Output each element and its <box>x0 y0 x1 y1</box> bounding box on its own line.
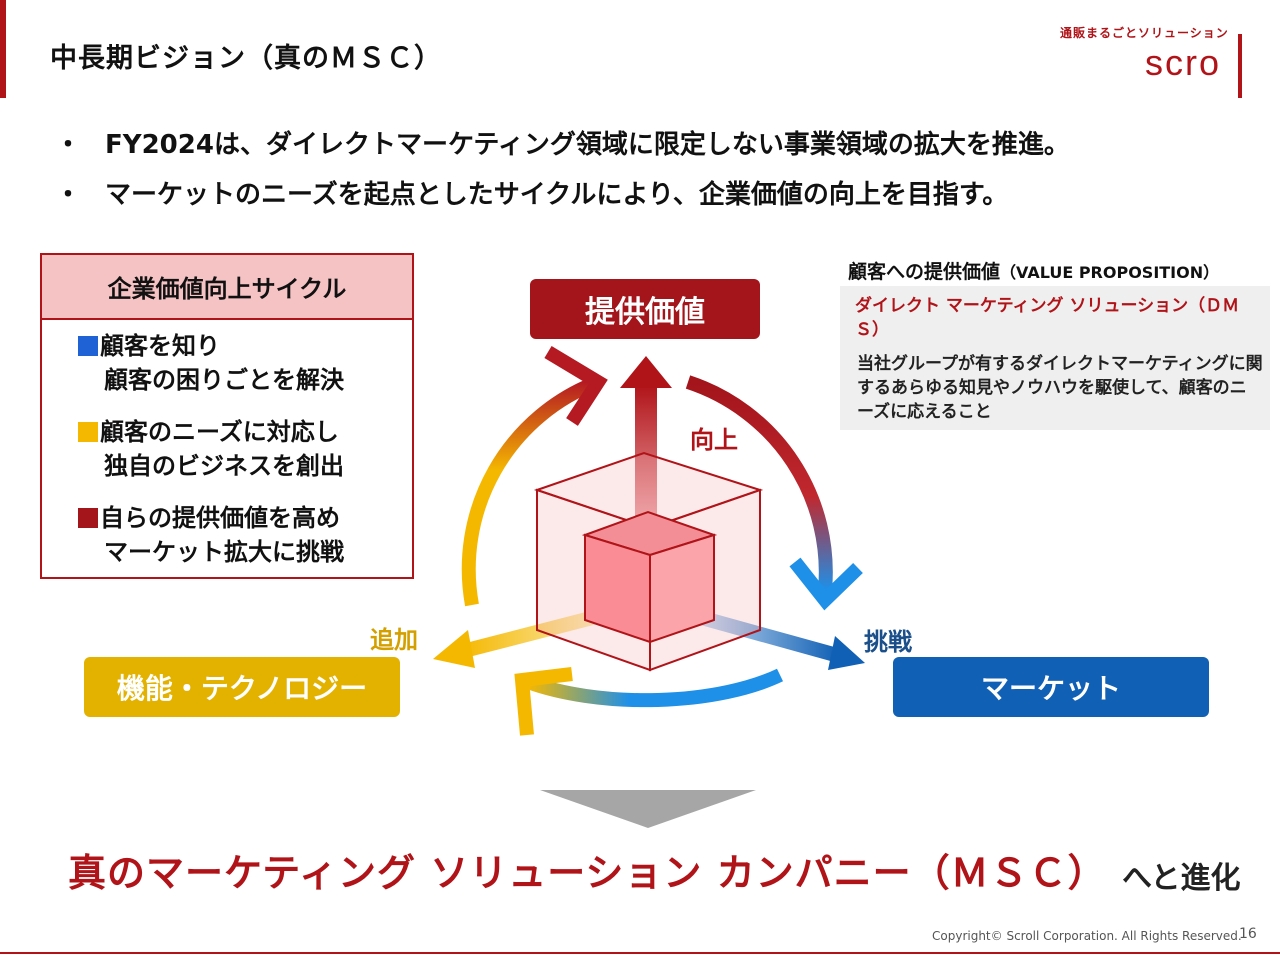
value-proposition-box: ダイレクト マーケティング ソリューション（ＤＭＳ） 当社グループが有するダイレ… <box>840 286 1270 430</box>
copyright: Copyright© Scroll Corporation. All Right… <box>932 929 1242 943</box>
cycle-arrow-left <box>461 375 601 607</box>
down-chevron-icon <box>540 790 756 828</box>
market-label-box: マーケット <box>893 657 1209 717</box>
cycle-arrow-right <box>685 375 833 591</box>
tech-label-box: 機能・テクノロジー <box>84 657 400 717</box>
value-cycle-box: 企業価値向上サイクル 顧客を知り 顧客の困りごとを解決 顧客のニーズに対応し 独… <box>40 253 414 579</box>
bullet-item: ・マーケットのニーズを起点としたサイクルにより、企業価値の向上を目指す。 <box>55 180 1009 210</box>
page-number: 16 <box>1239 926 1257 942</box>
red-square-icon <box>78 508 98 528</box>
yellow-square-icon <box>78 422 98 442</box>
page-title: 中長期ビジョン（真のＭＳＣ） <box>50 43 442 74</box>
footer-divider <box>0 952 1280 954</box>
challenge-axis-label: 挑戦 <box>864 628 912 656</box>
value-proposition-title: 顧客への提供価値（VALUE PROPOSITION） <box>848 261 1220 283</box>
market-arrow-head <box>828 636 865 670</box>
cycle-arrowhead-bottom <box>514 667 573 736</box>
logo-bar-icon <box>1238 34 1242 98</box>
value-cycle-title: 企業価値向上サイクル <box>42 255 412 320</box>
add-axis-label: 追加 <box>370 626 418 654</box>
value-proposition-heading: ダイレクト マーケティング ソリューション（ＤＭＳ） <box>855 296 1240 340</box>
tech-arrow-head <box>433 630 475 668</box>
logo-tagline: 通販まるごとソリューション <box>1060 26 1229 40</box>
market-arrow <box>686 607 838 662</box>
value-proposition-body: 当社グループが有するダイレクトマーケティングに関するあらゆる知見やノウハウを駆使… <box>857 354 1263 422</box>
cycle-arrow-bottom <box>525 668 784 708</box>
inner-cube-right <box>649 533 715 644</box>
up-arrow-shaft <box>635 385 657 535</box>
value-label-box: 提供価値 <box>530 279 760 339</box>
blue-square-icon <box>78 336 98 356</box>
cycle-item: 顧客を知り 顧客の困りごとを解決 <box>78 329 344 397</box>
up-axis-label: 向上 <box>690 426 738 454</box>
left-accent-bar <box>0 0 6 98</box>
bullet-list: ・FY2024は、ダイレクトマーケティング領域に限定しない事業領域の拡大を推進。… <box>55 120 1070 220</box>
cycle-arrowhead-right <box>789 557 863 611</box>
logo-wordmark: scro <box>1145 42 1222 83</box>
bullet-item: ・FY2024は、ダイレクトマーケティング領域に限定しない事業領域の拡大を推進。 <box>55 130 1070 160</box>
conclusion-suffix: へと進化 <box>1122 861 1241 896</box>
cycle-item: 顧客のニーズに対応し 独自のビジネスを創出 <box>78 415 344 483</box>
cycle-item: 自らの提供価値を高め マーケット拡大に挑戦 <box>78 501 344 569</box>
up-arrow-head <box>620 356 672 388</box>
cycle-arrowhead-left <box>544 345 608 426</box>
tech-arrow <box>462 607 609 658</box>
conclusion-main: 真のマーケティング ソリューション カンパニー（ＭＳＣ） <box>68 851 1107 895</box>
value-cycle-items: 顧客を知り 顧客の困りごとを解決 顧客のニーズに対応し 独自のビジネスを創出 自… <box>78 329 344 587</box>
